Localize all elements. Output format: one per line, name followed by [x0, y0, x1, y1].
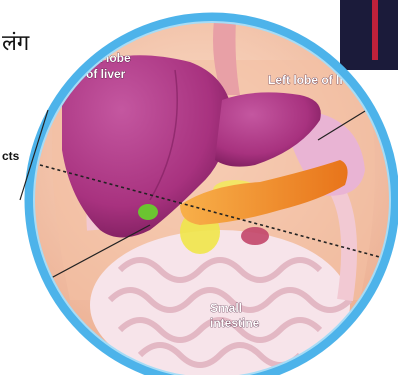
background-strip [340, 0, 398, 70]
background-strip-red [372, 0, 378, 60]
hindi-fragment-text: लंग [2, 30, 30, 55]
label-left-lobe: Left lobe of li [268, 73, 343, 87]
label-small-intestine-line1: Small [210, 301, 242, 315]
label-ducts-fragment: cts [2, 149, 20, 163]
label-small-intestine-line2: intestine [210, 316, 260, 330]
gallbladder [138, 204, 158, 220]
